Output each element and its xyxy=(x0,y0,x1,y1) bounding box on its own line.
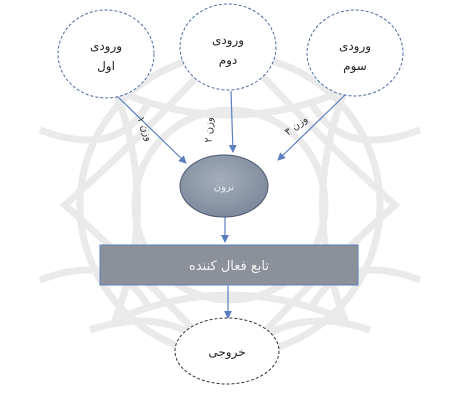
input-node-2: ورودی دوم xyxy=(179,3,277,91)
input-node-3-line2: سوم xyxy=(343,59,367,74)
input-node-1: ورودی اول xyxy=(57,9,155,99)
activation-function-label: تابع فعال کننده xyxy=(189,259,269,274)
input-node-2-line2: دوم xyxy=(219,53,238,68)
weight-label-2: وزن ۲ xyxy=(204,117,216,143)
output-label: خروجی xyxy=(208,345,245,360)
input-node-2-line1: ورودی xyxy=(212,33,244,48)
neuron-label: نرون xyxy=(214,182,234,193)
input-node-1-line1: ورودی xyxy=(90,39,122,54)
output-node: خروجی xyxy=(174,317,280,385)
input-node-3-line1: ورودی xyxy=(339,39,371,54)
input-node-1-line2: اول xyxy=(97,59,115,74)
activation-function-box: تابع فعال کننده xyxy=(99,244,359,286)
neuron-node: نرون xyxy=(179,154,269,218)
arrow-input1-to-neuron xyxy=(117,96,187,164)
arrow-input3-to-neuron xyxy=(277,94,346,161)
arrow-input2-to-neuron xyxy=(228,90,237,153)
input-node-3: ورودی سوم xyxy=(306,9,404,97)
